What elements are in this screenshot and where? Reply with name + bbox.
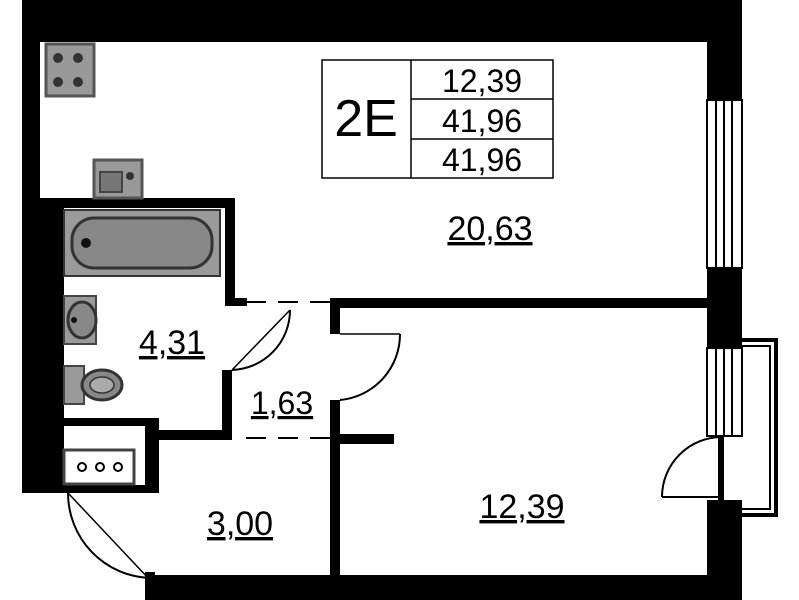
bath-top-wall bbox=[40, 198, 235, 208]
bedroom-left-stub bbox=[330, 434, 394, 444]
top-wall bbox=[22, 0, 742, 42]
window-bedroom bbox=[706, 347, 743, 437]
area-total-with-balcony-value: 41,96 bbox=[442, 142, 522, 178]
stove-icon bbox=[44, 42, 96, 98]
bedroom-top-wall bbox=[330, 298, 710, 308]
interior-walls bbox=[22, 198, 710, 580]
door-bedroom bbox=[339, 333, 402, 401]
bathroom-area-label: 4,31 bbox=[139, 324, 205, 362]
bottom-wall bbox=[145, 575, 742, 600]
bedroom-left-wall-lower bbox=[330, 400, 340, 580]
door-bathroom bbox=[231, 309, 291, 371]
right-wall-middle bbox=[707, 268, 742, 348]
left-wall-bath bbox=[22, 205, 64, 490]
bedroom-left-wall-upper bbox=[330, 298, 340, 334]
kitchen-living-area-label: 20,63 bbox=[447, 210, 532, 248]
apartment-code-table: 2E 12,39 41,96 41,96 bbox=[321, 59, 554, 179]
openings bbox=[246, 301, 330, 439]
area-total-value: 41,96 bbox=[442, 103, 522, 139]
balcony-door bbox=[661, 436, 724, 500]
washbasin-icon bbox=[63, 295, 98, 345]
bath-hall-divider bbox=[22, 418, 159, 426]
bath-bottom-wall bbox=[145, 430, 232, 440]
bathtub-icon bbox=[63, 209, 221, 277]
hall-left-stub bbox=[145, 418, 159, 490]
left-wall-upper bbox=[22, 0, 40, 205]
balcony bbox=[742, 338, 778, 517]
sink-icon bbox=[92, 158, 144, 200]
right-wall-top bbox=[707, 0, 742, 100]
electrical-panel-icon bbox=[62, 448, 136, 486]
apartment-type-code: 2E bbox=[334, 90, 398, 148]
bath-right-wall-lower bbox=[222, 370, 232, 438]
door-entrance bbox=[67, 492, 155, 581]
outer-walls bbox=[22, 0, 742, 600]
bath-right-wall-upper bbox=[225, 198, 235, 303]
toilet-icon bbox=[63, 365, 124, 405]
hall-area-label: 3,00 bbox=[207, 505, 273, 543]
hall-top-wall bbox=[22, 485, 159, 493]
window-living bbox=[706, 99, 743, 269]
bedroom-area-label: 12,39 bbox=[479, 488, 564, 526]
corridor-area-label: 1,63 bbox=[251, 385, 313, 421]
area-living-value: 12,39 bbox=[442, 63, 522, 99]
bath-door-stub bbox=[225, 298, 247, 306]
